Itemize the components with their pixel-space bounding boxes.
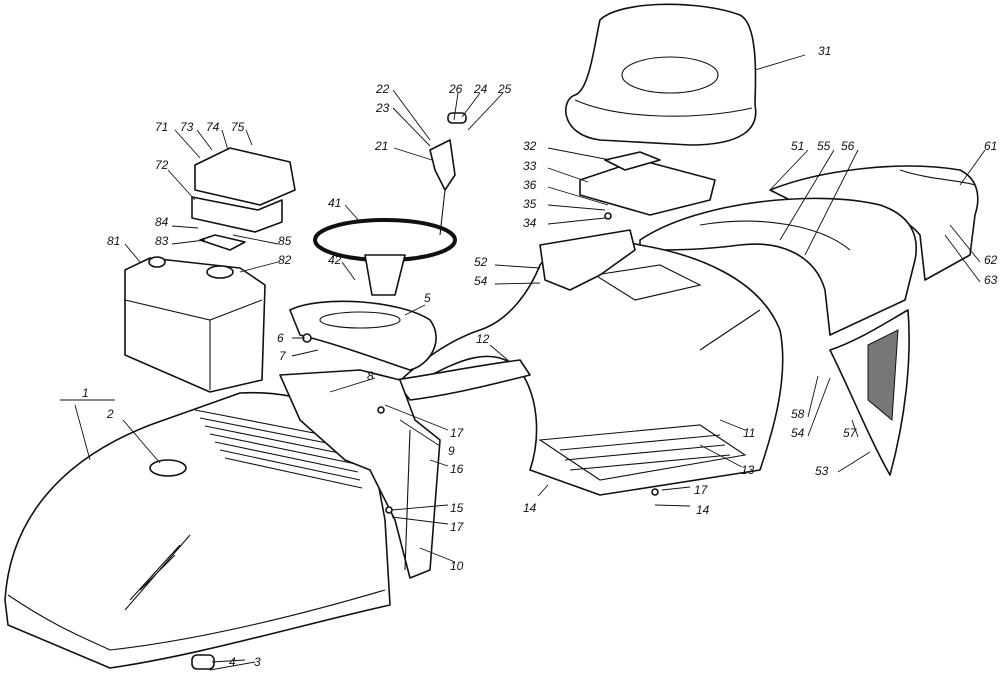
label-11: 11	[743, 426, 755, 440]
side-panel-left	[539, 229, 636, 291]
label-54: 54	[474, 274, 488, 288]
label-54: 54	[791, 426, 805, 440]
label-71: 71	[155, 120, 168, 134]
fender	[639, 197, 917, 336]
label-85: 85	[278, 234, 292, 248]
label-1: 1	[82, 386, 89, 400]
label-14: 14	[696, 503, 710, 517]
front-panel	[279, 369, 441, 579]
label-58: 58	[791, 407, 805, 421]
label-26: 26	[448, 82, 463, 96]
label-82: 82	[278, 253, 292, 267]
label-3: 3	[254, 655, 261, 669]
label-62: 62	[984, 253, 998, 267]
label-32: 32	[523, 139, 537, 153]
label-10: 10	[450, 559, 464, 573]
label-5: 5	[424, 291, 431, 305]
label-63: 63	[984, 273, 998, 287]
label-72: 72	[155, 158, 169, 172]
label-13: 13	[741, 463, 755, 477]
label-9: 9	[448, 444, 455, 458]
label-17: 17	[450, 426, 465, 440]
label-33: 33	[523, 159, 537, 173]
label-6: 6	[277, 331, 284, 345]
side-panel-right	[829, 309, 910, 476]
label-61: 61	[984, 139, 997, 153]
label-75: 75	[231, 120, 245, 134]
callout-labels: 1 2 3 4 5 6 7 8 9 10 11 12 13 14 14 15 1…	[82, 44, 998, 669]
fasteners	[191, 212, 659, 670]
label-84: 84	[155, 215, 169, 229]
label-81: 81	[107, 234, 120, 248]
label-8: 8	[367, 369, 374, 383]
seat	[565, 3, 757, 146]
label-73: 73	[180, 120, 194, 134]
fuel-tank	[124, 256, 266, 393]
label-17: 17	[450, 520, 465, 534]
label-23: 23	[375, 101, 390, 115]
label-42: 42	[328, 253, 342, 267]
label-35: 35	[523, 197, 537, 211]
label-52: 52	[474, 255, 488, 269]
label-34: 34	[523, 216, 537, 230]
label-7: 7	[279, 349, 287, 363]
dashboard	[289, 300, 437, 371]
label-41: 41	[328, 196, 341, 210]
label-36: 36	[523, 178, 537, 192]
footboard	[394, 359, 531, 401]
label-22: 22	[375, 82, 390, 96]
label-12: 12	[476, 332, 490, 346]
seat-plate	[579, 151, 716, 216]
label-53: 53	[815, 464, 829, 478]
body-chassis	[384, 239, 784, 496]
label-57: 57	[843, 426, 858, 440]
label-31: 31	[818, 44, 831, 58]
throttle-lever	[429, 112, 467, 236]
label-16: 16	[450, 462, 464, 476]
label-21: 21	[374, 139, 388, 153]
label-74: 74	[206, 120, 220, 134]
label-14: 14	[523, 501, 537, 515]
label-4: 4	[229, 655, 236, 669]
steering-wheel	[313, 218, 457, 296]
label-2: 2	[106, 407, 114, 421]
label-24: 24	[473, 82, 488, 96]
air-filter	[191, 147, 296, 251]
label-17: 17	[694, 483, 709, 497]
label-15: 15	[450, 501, 464, 515]
label-25: 25	[497, 82, 512, 96]
label-83: 83	[155, 234, 169, 248]
leader-lines	[60, 54, 986, 671]
label-56: 56	[841, 139, 855, 153]
label-55: 55	[817, 139, 831, 153]
label-51: 51	[791, 139, 804, 153]
